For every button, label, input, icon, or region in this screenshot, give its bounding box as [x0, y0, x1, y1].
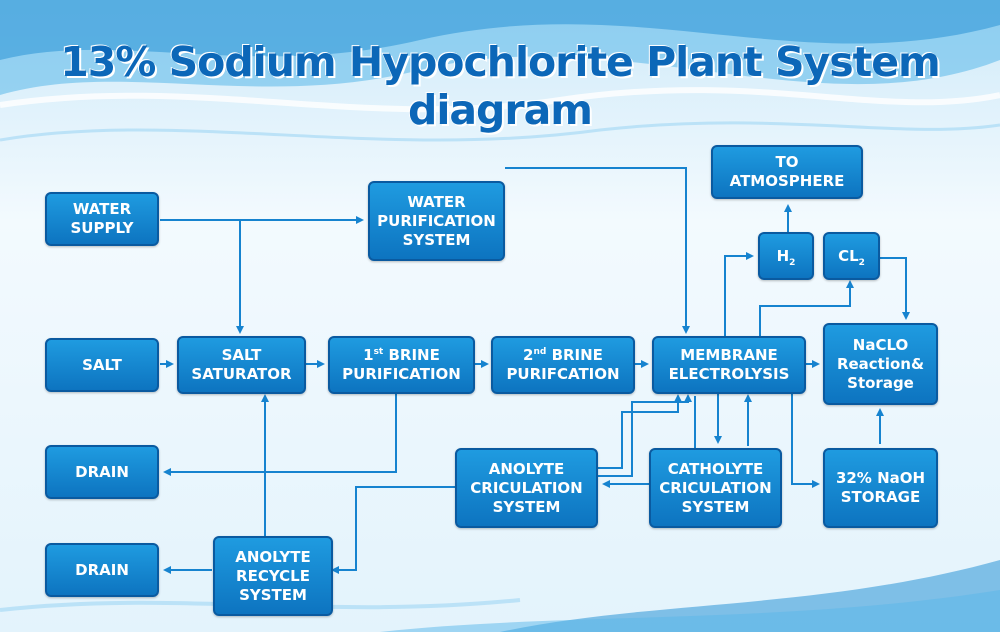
drain-box-2: DRAIN — [45, 543, 159, 597]
brine-purification-2-box: 2nd BRINE PURIFCATION — [491, 336, 635, 394]
catholyte-circulation-box: CATHOLYTE CRICULATION SYSTEM — [649, 448, 782, 528]
membrane-electrolysis-box: MEMBRANE ELECTROLYSIS — [652, 336, 806, 394]
anolyte-recycle-box: ANOLYTE RECYCLE SYSTEM — [213, 536, 333, 616]
anolyte-circulation-box: ANOLYTE CRICULATION SYSTEM — [455, 448, 598, 528]
salt-box: SALT — [45, 338, 159, 392]
water-purification-box: WATER PURIFICATION SYSTEM — [368, 181, 505, 261]
h2-box: H2 — [758, 232, 814, 280]
salt-saturator-box: SALT SATURATOR — [177, 336, 306, 394]
diagram-title: 13% Sodium Hypochlorite Plant System dia… — [60, 38, 941, 134]
water-supply-box: WATER SUPPLY — [45, 192, 159, 246]
naclo-storage-box: NaCLO Reaction& Storage — [823, 323, 938, 405]
brine-purification-1-box: 1st BRINE PURIFICATION — [328, 336, 475, 394]
naoh-storage-box: 32% NaOH STORAGE — [823, 448, 938, 528]
cl2-box: CL2 — [823, 232, 880, 280]
to-atmosphere-box: TO ATMOSPHERE — [711, 145, 863, 199]
drain-box-1: DRAIN — [45, 445, 159, 499]
